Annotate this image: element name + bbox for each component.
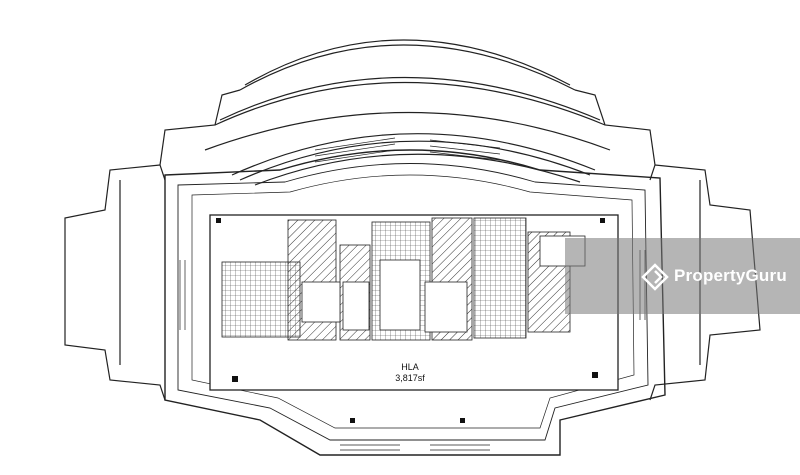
inner-ring [177, 163, 649, 441]
background-ghost-text [0, 60, 60, 168]
roof-arcs [204, 39, 611, 186]
building-core [221, 217, 586, 341]
structural-columns [216, 218, 605, 423]
outer-floor-plate [164, 149, 666, 456]
area-label: HLA 3,817sf [380, 362, 440, 384]
propertyguru-logo-icon [641, 263, 669, 291]
watermark-brand: PropertyGuru [674, 266, 787, 285]
corridor-ring [191, 174, 635, 429]
watermark-band [565, 238, 800, 314]
area-size: 3,817sf [395, 373, 425, 383]
area-name: HLA [401, 362, 419, 372]
